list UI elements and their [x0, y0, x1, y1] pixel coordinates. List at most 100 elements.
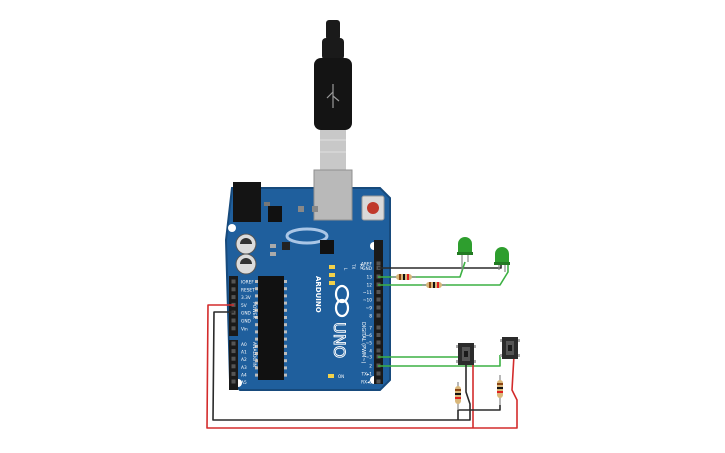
led-label-rx: RX [359, 264, 364, 270]
green-led-2[interactable] [494, 247, 510, 272]
digital-pin-label: 13 [367, 275, 373, 281]
infinity-logo-icon [334, 284, 350, 318]
resistor-led-2[interactable] [422, 282, 446, 288]
chip-pin [255, 308, 258, 312]
chip-pin [255, 316, 258, 319]
digital-header[interactable] [374, 240, 383, 384]
chip-pin [284, 280, 287, 283]
resistor-led-1[interactable] [392, 274, 416, 280]
crystal-oscillator [285, 227, 329, 245]
chip-pin [284, 308, 287, 312]
header-pin[interactable] [231, 318, 236, 323]
digital-pin-label: ~10 [363, 298, 372, 304]
digital-pin-label: GND [362, 266, 373, 272]
header-pin[interactable] [376, 297, 381, 302]
chip-pin [284, 323, 287, 327]
on-label: ON [338, 374, 344, 379]
digital-pin-label: 8 [369, 314, 372, 320]
push-button-2[interactable] [500, 337, 520, 359]
resistor-button-1[interactable] [455, 382, 461, 410]
chip-pin [284, 316, 287, 319]
header-pin[interactable] [376, 379, 381, 384]
microcontroller-chip [255, 276, 287, 380]
digital-pin-label: ~11 [363, 290, 372, 296]
digital-pin-label: 4 [369, 349, 372, 355]
power-pin-label: GND [241, 311, 252, 317]
header-pin[interactable] [231, 279, 236, 284]
digital-header-label: DIGITAL (PWM~) [360, 322, 366, 364]
chip-pin [284, 359, 287, 363]
header-pin[interactable] [376, 333, 381, 337]
digital-pin-label: TX▸1 [361, 372, 373, 378]
analog-pin-label: A5 [241, 380, 247, 386]
wire-pin12-resistor [378, 262, 509, 286]
digital-pin-label: AREF [361, 262, 373, 268]
chip-pin [284, 294, 287, 298]
header-pin[interactable] [376, 313, 381, 318]
header-pin[interactable] [376, 261, 381, 266]
chip-pin [255, 359, 258, 363]
chip-pin [284, 330, 287, 334]
resistor-button-2[interactable] [497, 375, 503, 405]
digital-pin-label: 12 [367, 283, 373, 289]
header-pin[interactable] [231, 287, 236, 292]
digital-pin-label: ~5 [366, 341, 373, 347]
usb-symbol-icon [326, 84, 340, 108]
header-pin[interactable] [231, 326, 236, 331]
header-pin[interactable] [376, 348, 381, 353]
header-pin[interactable] [376, 305, 381, 310]
power-pin-label: 3.3V [241, 295, 251, 301]
arduino-board[interactable]: L TX RX ON ARDUINO UNO DIGITAL (PWM~) PO… [224, 169, 391, 391]
chip-pin [255, 301, 258, 305]
wires [206, 261, 518, 429]
green-led-1[interactable] [457, 237, 473, 270]
brand-logo: ARDUINO [314, 276, 322, 313]
header-pin[interactable] [376, 325, 381, 330]
header-pin[interactable] [231, 371, 236, 376]
chip-pin [284, 287, 287, 291]
wire-gnd-black [212, 311, 471, 421]
chip-pin [284, 337, 287, 341]
wire-5v-red [206, 304, 518, 429]
chip-pin [284, 344, 287, 348]
header-pin[interactable] [231, 341, 236, 346]
wire-pin2-button [378, 355, 501, 367]
header-pin[interactable] [376, 371, 381, 376]
model-logo: UNO [330, 322, 349, 358]
chip-pin [255, 344, 258, 348]
power-pin-label: IOREF [241, 280, 254, 286]
chip-pin [255, 366, 258, 370]
header-pin[interactable] [231, 349, 236, 354]
analog-pin-label: A0 [241, 342, 247, 348]
header-pin[interactable] [231, 356, 236, 361]
chip-pin [255, 323, 258, 327]
chip-pin [255, 280, 258, 283]
power-pin-label: RESET [241, 287, 255, 293]
digital-pin-label: ~6 [366, 333, 373, 339]
header-pin[interactable] [376, 290, 381, 294]
chip-pin [255, 352, 258, 355]
chip-pin [284, 373, 287, 377]
usb-port [313, 169, 353, 221]
header-pin[interactable] [231, 364, 236, 369]
wire-resistor-black-link [457, 405, 501, 420]
digital-pin-label: 7 [369, 326, 372, 332]
push-button-1[interactable] [456, 343, 476, 365]
chip-pin [255, 287, 258, 291]
digital-pin-label: ~9 [366, 306, 373, 312]
chip-pin [284, 366, 287, 370]
chip-pin [284, 352, 287, 355]
header-pin[interactable] [231, 295, 236, 300]
header-pin[interactable] [376, 340, 381, 345]
power-header-label: POWER [251, 302, 257, 319]
chip-pin [255, 337, 258, 341]
power-pin-label: GND [241, 319, 252, 325]
chip-pin [284, 301, 287, 305]
header-pin[interactable] [231, 379, 236, 384]
wire-gnd-to-leds [378, 262, 502, 269]
onboard-leds: L TX RX ON [328, 263, 364, 379]
led-label-tx: TX [351, 263, 356, 269]
analog-pin-label: A4 [241, 372, 247, 378]
usb-cable [314, 20, 352, 170]
analog-pin-label: A3 [241, 365, 247, 371]
